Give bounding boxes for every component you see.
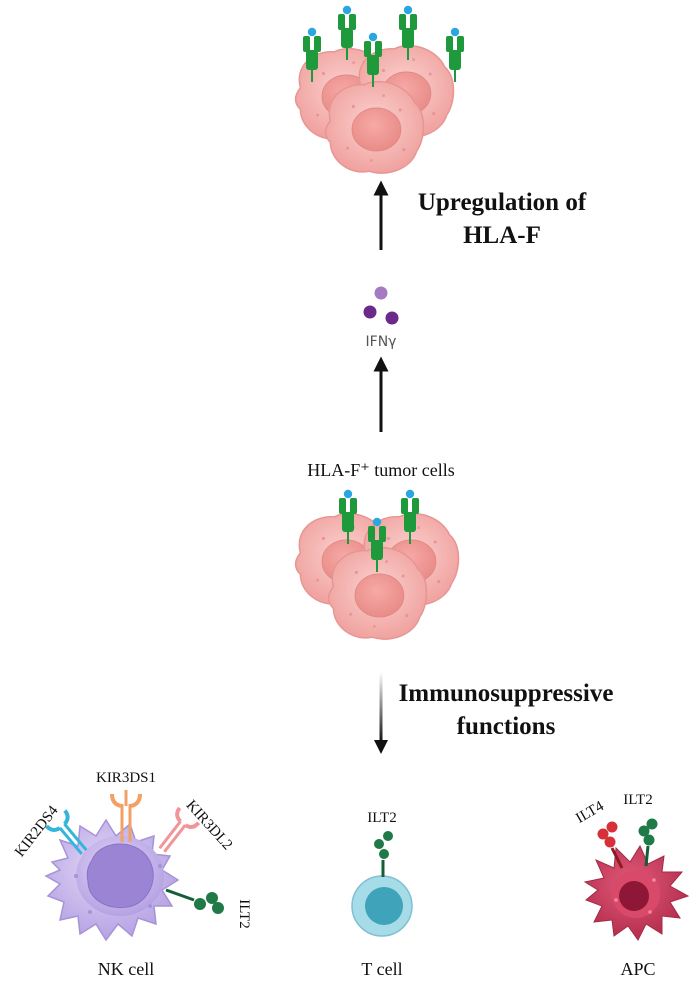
ifn-gamma-label: IFNγ xyxy=(366,334,397,350)
upregulation-label-line1: Upregulation of xyxy=(418,189,587,216)
kir3dl2-receptor xyxy=(158,806,201,853)
ilt2-nk-label: ILT2 xyxy=(236,899,252,928)
ilt2-nk-receptor xyxy=(165,888,224,914)
ilt2-t-receptor xyxy=(374,831,393,877)
kir3ds1-receptor xyxy=(110,790,142,842)
kir3ds1-label: KIR3DS1 xyxy=(96,770,156,786)
t-cell-label: T cell xyxy=(361,959,402,979)
ifn-gamma-molecules xyxy=(363,286,399,325)
tumor-cells-label: HLA-F⁺ tumor cells xyxy=(307,460,454,480)
ilt2-apc-label: ILT2 xyxy=(623,792,652,808)
tumor-cluster-middle xyxy=(294,489,460,640)
ilt4-receptor xyxy=(597,821,624,869)
arrow-down-fade xyxy=(379,672,383,742)
upregulation-label-line2: HLA-F xyxy=(463,222,541,249)
t-cell xyxy=(351,875,413,937)
ilt2-apc-receptor xyxy=(638,818,658,867)
apc-cell xyxy=(583,844,690,941)
immuno-label-line2: functions xyxy=(457,713,556,740)
tumor-cluster-top xyxy=(294,5,464,174)
apc-label: APC xyxy=(620,959,655,979)
nk-cell xyxy=(44,818,180,942)
ilt2-t-label: ILT2 xyxy=(367,810,396,826)
kir2ds4-receptor xyxy=(44,809,88,855)
nk-cell-label: NK cell xyxy=(98,959,154,979)
immuno-label-line1: Immunosuppressive xyxy=(399,680,614,707)
arrow-down-head xyxy=(374,740,388,754)
ilt4-label: ILT4 xyxy=(573,798,607,827)
